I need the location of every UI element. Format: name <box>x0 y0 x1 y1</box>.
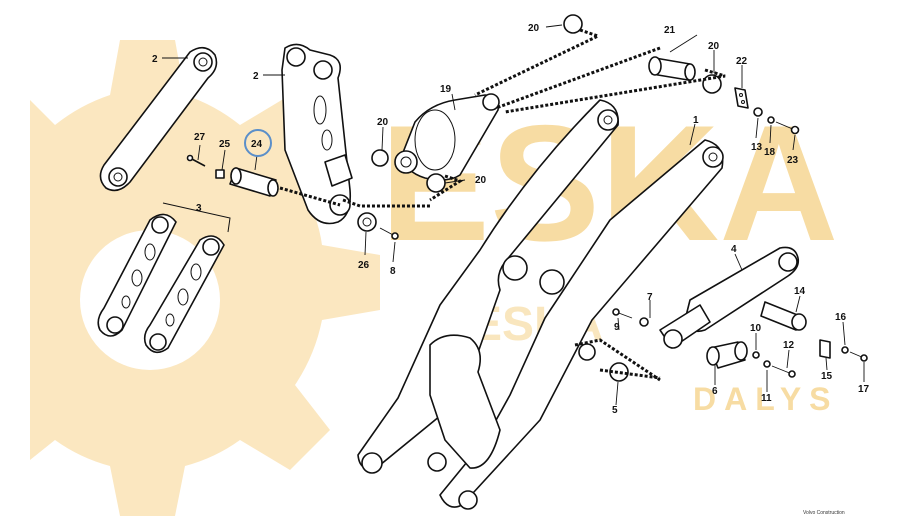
callout-3[interactable]: 3 <box>196 203 202 214</box>
watermark-sub: DALYS <box>693 381 839 417</box>
callout-17[interactable]: 17 <box>858 384 870 395</box>
part-19-cylinder <box>394 93 500 181</box>
assembly-axis-lines <box>279 28 726 382</box>
part-21-pin <box>648 56 696 81</box>
callout-12[interactable]: 12 <box>783 340 795 351</box>
highlight-part-24-circle <box>244 129 272 157</box>
callout-2[interactable]: 2 <box>253 71 259 82</box>
part-24-pin <box>229 167 279 197</box>
callout-24[interactable]: 24 <box>251 139 263 150</box>
callout-8[interactable]: 8 <box>390 266 396 277</box>
part-7-washer <box>639 317 649 327</box>
callout-26[interactable]: 26 <box>358 260 370 271</box>
callout-18[interactable]: 18 <box>764 147 776 158</box>
part-12-bolt <box>771 365 796 378</box>
callout-20[interactable]: 20 <box>475 175 487 186</box>
callout-labels: 20 21 20 22 2 2 19 1 20 13 18 23 27 25 2… <box>152 23 870 416</box>
part-22-plate <box>734 87 749 109</box>
leader-lines <box>162 24 865 406</box>
callout-13[interactable]: 13 <box>751 142 763 153</box>
part-8-bolt <box>379 227 399 240</box>
part-2-link-left <box>99 46 218 192</box>
callout-20[interactable]: 20 <box>708 41 720 52</box>
part-23-bolt <box>775 121 800 135</box>
part-13-washer <box>753 107 763 117</box>
callout-9[interactable]: 9 <box>614 322 620 333</box>
callout-20[interactable]: 20 <box>377 117 389 128</box>
callout-4[interactable]: 4 <box>731 244 737 255</box>
callout-21[interactable]: 21 <box>664 25 676 36</box>
bracket-3 <box>162 202 231 233</box>
part-6-pin <box>706 341 748 369</box>
part-3-link-pair <box>97 213 225 354</box>
part-18-washer <box>767 116 775 124</box>
part-4-cylinder <box>659 246 800 349</box>
callout-22[interactable]: 22 <box>736 56 748 67</box>
part-10-washer <box>752 351 760 359</box>
callout-10[interactable]: 10 <box>750 323 762 334</box>
part-9-bolt <box>612 308 633 319</box>
callout-7[interactable]: 7 <box>647 292 653 303</box>
callout-20[interactable]: 20 <box>528 23 540 34</box>
part-2-bellcrank <box>281 43 353 225</box>
callout-15[interactable]: 15 <box>821 371 833 382</box>
callout-14[interactable]: 14 <box>794 286 806 297</box>
part-15-sleeve <box>819 339 831 359</box>
callout-1[interactable]: 1 <box>693 115 699 126</box>
part-25-washer <box>215 169 225 179</box>
callout-19[interactable]: 19 <box>440 84 452 95</box>
part-26-washer <box>357 212 377 232</box>
part-14-pin <box>760 301 807 331</box>
part-1-boom <box>357 99 724 510</box>
callout-25[interactable]: 25 <box>219 139 231 150</box>
part-11-washer <box>763 360 771 368</box>
callout-6[interactable]: 6 <box>712 386 718 397</box>
part-16-washer <box>841 346 849 354</box>
part-17-bolt <box>849 351 868 362</box>
callout-23[interactable]: 23 <box>787 155 799 166</box>
part-20-orings <box>371 14 722 193</box>
callout-5[interactable]: 5 <box>612 405 618 416</box>
callout-2[interactable]: 2 <box>152 54 158 65</box>
part-27-bolt <box>186 154 206 167</box>
footer-credit: Volvo Construction <box>803 510 845 516</box>
callout-11[interactable]: 11 <box>761 393 772 404</box>
callout-27[interactable]: 27 <box>194 132 206 143</box>
callout-16[interactable]: 16 <box>835 312 847 323</box>
part-pivot-bushing <box>578 343 596 361</box>
